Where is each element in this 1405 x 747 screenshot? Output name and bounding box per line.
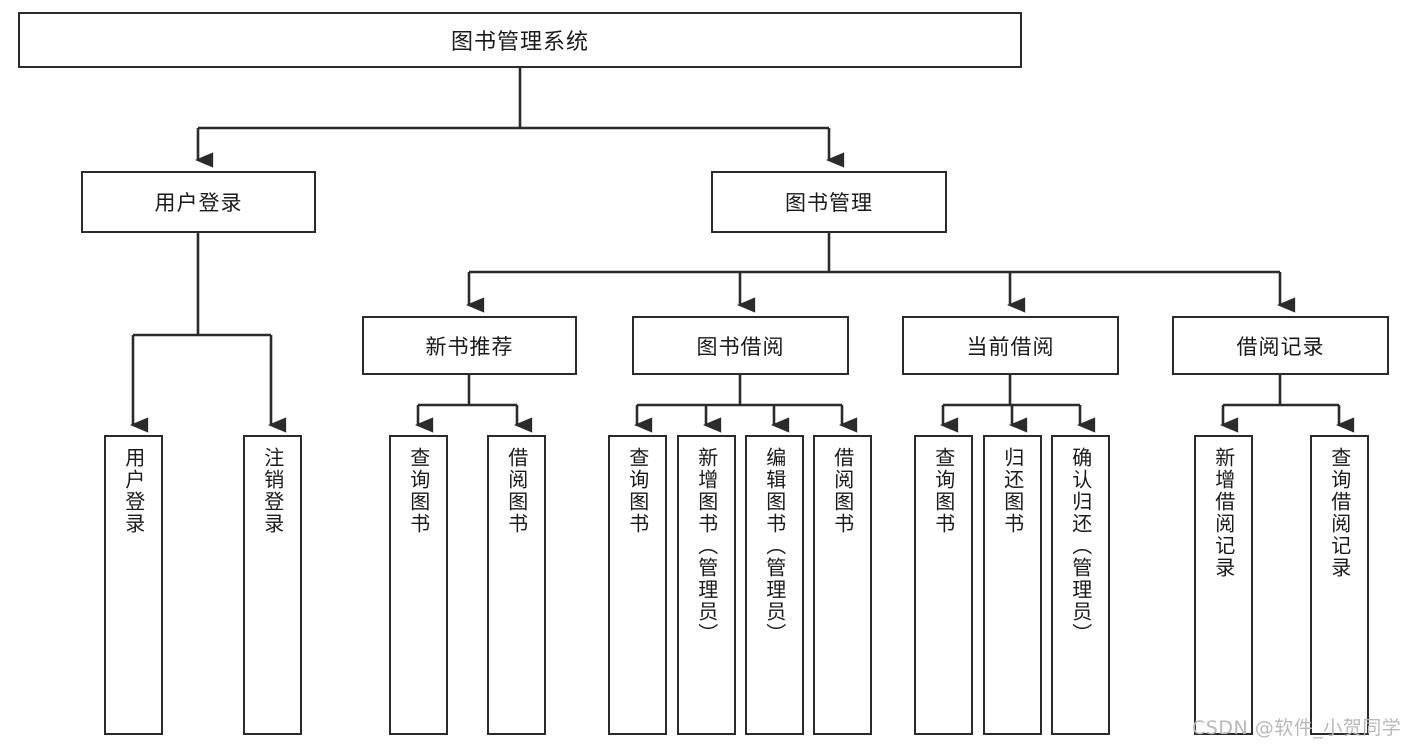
leaf-label: 借阅图书 xyxy=(830,447,855,535)
node-book-manage[interactable]: 图书管理 xyxy=(711,171,947,233)
node-user-login[interactable]: 用户登录 xyxy=(81,171,316,233)
node-leaf-add-book[interactable]: 新增图书（管理员） xyxy=(677,435,736,735)
leaf-label: 归还图书 xyxy=(1000,447,1025,535)
leaf-label: 查询图书 xyxy=(406,447,431,535)
node-leaf-user-login[interactable]: 用户登录 xyxy=(104,435,163,735)
leaf-label: 用户登录 xyxy=(121,447,146,535)
node-leaf-confirm-return[interactable]: 确认归还（管理员） xyxy=(1051,435,1110,735)
node-book-borrow[interactable]: 图书借阅 xyxy=(632,316,849,375)
node-leaf-query-book-1[interactable]: 查询图书 xyxy=(389,435,448,735)
node-leaf-edit-book[interactable]: 编辑图书（管理员） xyxy=(745,435,804,735)
leaf-label: 查询借阅记录 xyxy=(1327,447,1352,579)
leaf-label: 查询图书 xyxy=(931,447,956,535)
leaf-label: 注销登录 xyxy=(260,447,285,535)
node-leaf-borrow-book-1[interactable]: 借阅图书 xyxy=(487,435,546,735)
leaf-label: 确认归还（管理员） xyxy=(1068,447,1093,645)
leaf-label: 编辑图书（管理员） xyxy=(762,447,787,645)
node-leaf-query-book-3[interactable]: 查询图书 xyxy=(914,435,973,735)
watermark-credit: CSDN @软件_小贺同学 xyxy=(1192,717,1402,739)
leaf-label: 新增图书（管理员） xyxy=(694,447,719,645)
node-new-book-recommend[interactable]: 新书推荐 xyxy=(362,316,577,375)
leaf-label: 新增借阅记录 xyxy=(1211,447,1236,579)
node-leaf-borrow-book-2[interactable]: 借阅图书 xyxy=(813,435,872,735)
node-leaf-query-record[interactable]: 查询借阅记录 xyxy=(1310,435,1369,735)
node-leaf-logout-login[interactable]: 注销登录 xyxy=(243,435,302,735)
node-leaf-query-book-2[interactable]: 查询图书 xyxy=(608,435,667,735)
node-current-borrow[interactable]: 当前借阅 xyxy=(902,316,1119,375)
node-root-system[interactable]: 图书管理系统 xyxy=(18,12,1022,68)
node-leaf-add-record[interactable]: 新增借阅记录 xyxy=(1194,435,1253,735)
node-borrow-record[interactable]: 借阅记录 xyxy=(1172,316,1389,375)
leaf-label: 借阅图书 xyxy=(504,447,529,535)
leaf-label: 查询图书 xyxy=(625,447,650,535)
node-leaf-return-book[interactable]: 归还图书 xyxy=(983,435,1042,735)
